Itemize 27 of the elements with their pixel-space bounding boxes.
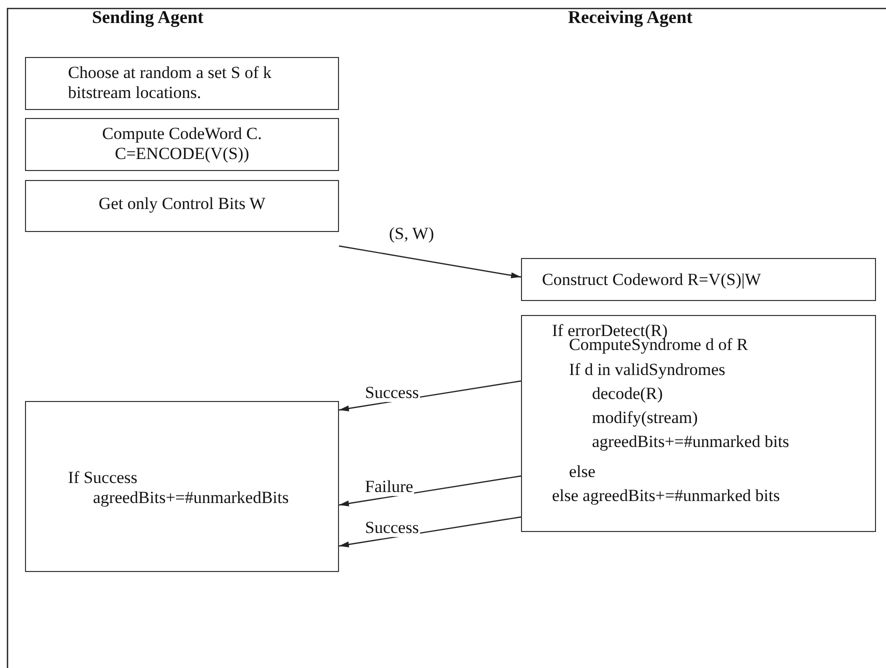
- code-line: agreedBits+=#unmarkedBits: [93, 488, 289, 508]
- code-line: else: [569, 462, 596, 482]
- code-line: modify(stream): [592, 408, 698, 428]
- arrow: [338, 475, 522, 506]
- process-box: [25, 118, 339, 171]
- process-box: [25, 57, 339, 110]
- edge-label: Success: [364, 384, 420, 402]
- process-box: [25, 180, 339, 232]
- column-heading: Sending Agent: [92, 7, 204, 28]
- pseudocode-box: [521, 315, 876, 532]
- process-box: [521, 258, 876, 301]
- process-box: [25, 401, 339, 572]
- edge-label: Failure: [364, 478, 414, 496]
- node-text: Choose at random a set S of k bitstream locations.: [68, 63, 272, 103]
- code-line: agreedBits+=#unmarked bits: [592, 432, 790, 452]
- node-text: Construct Codeword R=V(S)|W: [542, 270, 762, 290]
- arrow: [338, 245, 522, 278]
- code-line: decode(R): [592, 384, 663, 404]
- edge-label: (S, W): [388, 225, 436, 243]
- arrow: [338, 516, 522, 548]
- code-line: If d in validSyndromes: [569, 360, 726, 380]
- column-heading: Receiving Agent: [568, 7, 692, 28]
- code-line: If Success: [68, 468, 138, 488]
- edge-label: Success: [364, 519, 420, 537]
- code-line: else agreedBits+=#unmarked bits: [552, 486, 780, 506]
- node-text: Get only Control Bits W: [98, 194, 266, 214]
- node-text: Compute CodeWord C. C=ENCODE(V(S)): [101, 124, 263, 164]
